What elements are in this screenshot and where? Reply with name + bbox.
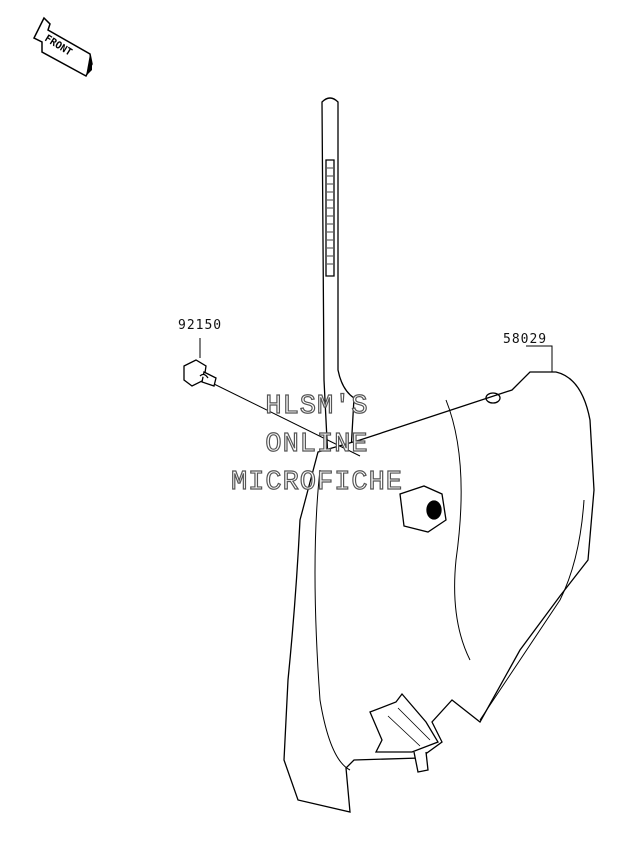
watermark-line-2: ONLINE: [265, 429, 369, 460]
part-number-92150: 92150: [178, 318, 223, 333]
part-number-58029: 58029: [503, 332, 548, 347]
front-direction-arrow-icon: FRONT: [32, 16, 93, 78]
bolt-icon: [183, 359, 217, 387]
watermark-line-1: HLSM'S: [265, 391, 369, 422]
watermark-line-3: MICROFICHE: [230, 467, 404, 498]
side-cover-icon: [283, 97, 595, 813]
leader-lines: [199, 338, 553, 457]
